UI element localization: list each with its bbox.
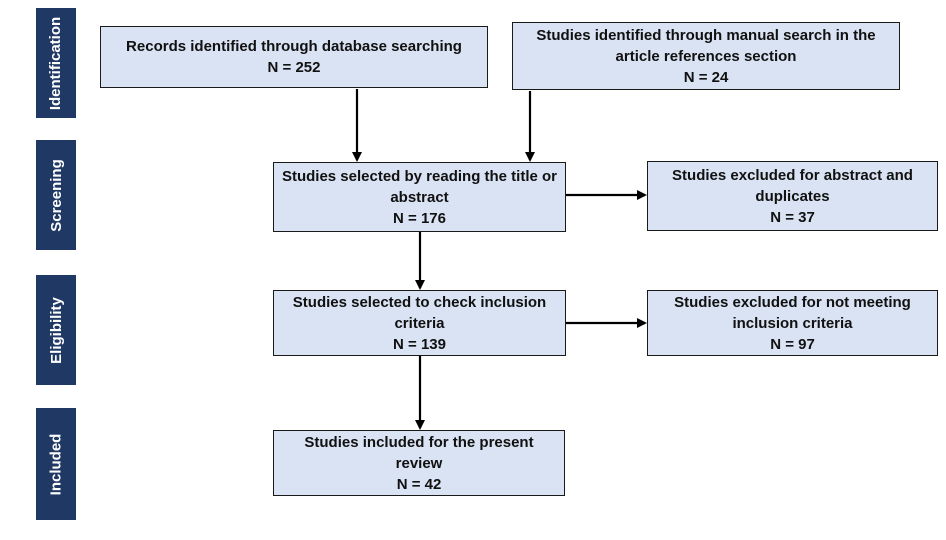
box-excluded-abstract: Studies excluded for abstract and duplic… <box>647 161 938 231</box>
phase-bar-screening: Screening <box>36 140 76 250</box>
box-included-title: Studies included for the present review <box>304 433 534 472</box>
phase-bar-eligibility: Eligibility <box>36 275 76 385</box>
phase-label-screening: Screening <box>47 158 65 232</box>
box-excluded-criteria-title: Studies excluded for not meeting inclusi… <box>674 293 911 332</box>
phase-label-identification: Identification <box>47 16 65 110</box>
box-screened-count: N = 176 <box>393 209 446 227</box>
box-excluded-criteria-count: N = 97 <box>770 335 815 353</box>
box-database-search-title: Records identified through database sear… <box>126 38 462 55</box>
box-eligibility-count: N = 139 <box>393 335 446 353</box>
phase-label-eligibility: Eligibility <box>47 296 65 364</box>
box-screened: Studies selected by reading the title or… <box>273 162 566 232</box>
phase-bar-included: Included <box>36 408 76 520</box>
box-database-search-count: N = 252 <box>267 59 321 76</box>
box-included-count: N = 42 <box>396 475 442 493</box>
phase-bar-identification: Identification <box>36 8 76 118</box>
box-eligibility: Studies selected to check inclusion crit… <box>273 290 566 356</box>
box-eligibility-title: Studies selected to check inclusion crit… <box>292 293 547 332</box>
box-manual-search-count: N = 24 <box>683 68 729 86</box>
box-screened-title: Studies selected by reading the title or… <box>281 167 558 206</box>
phase-label-included: Included <box>47 433 65 495</box>
box-manual-search: Studies identified through manual search… <box>512 22 900 90</box>
box-database-search: Records identified through database sear… <box>100 26 488 88</box>
box-included: Studies included for the present review … <box>273 430 565 496</box>
box-manual-search-title: Studies identified through manual search… <box>536 26 876 65</box>
box-excluded-criteria: Studies excluded for not meeting inclusi… <box>647 290 938 356</box>
box-excluded-abstract-title: Studies excluded for abstract and duplic… <box>672 166 913 205</box>
box-excluded-abstract-count: N = 37 <box>770 208 815 226</box>
